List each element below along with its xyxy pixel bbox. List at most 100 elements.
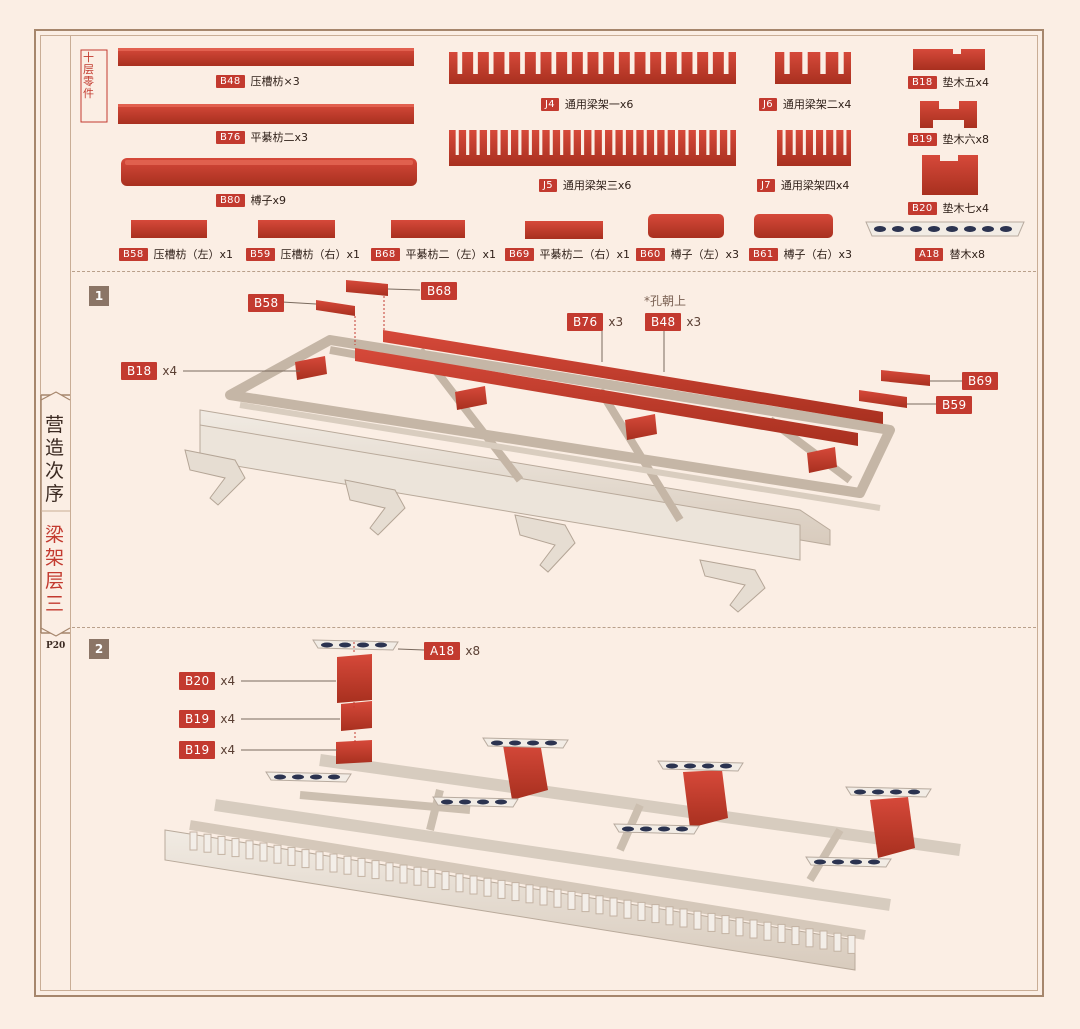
part-b76-drawing — [118, 104, 414, 124]
part-b18-drawing — [913, 49, 985, 70]
section-divider-1 — [72, 271, 1036, 272]
section-subtitle-char: 三 — [45, 593, 65, 615]
callout-code: B58 — [248, 294, 285, 312]
callout-b20: B20 x4 — [179, 672, 235, 690]
part-code: B58 — [119, 247, 148, 261]
callout-code: B76 — [567, 313, 604, 331]
sidebar-divider — [70, 36, 71, 990]
part-name: 替木x8 — [949, 248, 985, 261]
part-code: J6 — [759, 97, 777, 111]
part-name: 榑子（左）x3 — [670, 248, 740, 261]
part-name: 通用梁架一x6 — [564, 98, 634, 111]
part-b48-drawing — [118, 48, 414, 66]
step1-assembly-drawing — [183, 280, 962, 613]
part-code: B68 — [371, 247, 400, 261]
callout-code: B20 — [179, 672, 216, 690]
callout-code: A18 — [424, 642, 461, 660]
part-code: B60 — [636, 247, 665, 261]
callout-code: B18 — [121, 362, 158, 380]
callout-code: B19 — [179, 710, 216, 728]
part-name: 垫木五x4 — [942, 76, 990, 89]
callout-qty: x3 — [686, 315, 702, 329]
part-b20-drawing — [922, 155, 978, 195]
callout-code: B68 — [421, 282, 458, 300]
part-code: A18 — [915, 247, 944, 261]
part-code: B18 — [908, 75, 937, 89]
part-label-j5: J5 通用梁架三x6 — [539, 177, 631, 193]
part-code: B48 — [216, 74, 245, 88]
callout-b69: B69 — [962, 372, 999, 390]
part-name: 压槽枋（左）x1 — [153, 248, 234, 261]
page-frame-outer — [34, 29, 1044, 997]
part-label-j7: J7 通用梁架四x4 — [757, 177, 849, 193]
part-name: 压槽枋×3 — [250, 75, 300, 88]
part-label-b60: B60 榑子（左）x3 — [636, 246, 739, 262]
callout-b19-upper: B19 x4 — [179, 710, 235, 728]
part-name: 通用梁架四x4 — [780, 179, 850, 192]
section-title-char: 序 — [45, 483, 65, 505]
section-title-vertical: 营 造 次 序 — [45, 416, 64, 504]
part-code: J4 — [541, 97, 559, 111]
part-j7-drawing — [777, 130, 851, 166]
section-subtitle-char: 梁 — [45, 524, 65, 546]
part-name: 压槽枋（右）x1 — [280, 248, 361, 261]
page-number: P20 — [46, 641, 66, 651]
part-label-j4: J4 通用梁架一x6 — [541, 96, 633, 112]
callout-b58: B58 — [248, 294, 285, 312]
small-parts-row — [131, 214, 833, 239]
callout-qty: x4 — [162, 364, 178, 378]
callout-qty: x4 — [220, 674, 236, 688]
part-label-b18: B18 垫木五x4 — [908, 74, 989, 90]
part-code: B76 — [216, 130, 245, 144]
part-label-b68: B68 平綦枋二（左）x1 — [371, 246, 496, 262]
part-code: B80 — [216, 193, 245, 207]
section-subtitle-char: 层 — [45, 570, 65, 592]
callout-qty: x8 — [465, 644, 481, 658]
section-title-char: 次 — [45, 460, 65, 482]
sidebar-ornament — [40, 49, 108, 637]
section-subtitle-char: 架 — [45, 547, 65, 569]
callout-code: B69 — [962, 372, 999, 390]
section-title-char: 造 — [45, 437, 65, 459]
part-code: B19 — [908, 132, 937, 146]
step-2-number: 2 — [89, 639, 109, 659]
part-j5-drawing — [449, 130, 736, 166]
parts-title-char: 零 — [83, 75, 94, 88]
part-code: J7 — [757, 178, 775, 192]
step-1-note: *孔朝上 — [644, 294, 687, 308]
callout-b68: B68 — [421, 282, 458, 300]
part-label-b58: B58 压槽枋（左）x1 — [119, 246, 233, 262]
callout-a18: A18 x8 — [424, 642, 480, 660]
callout-b48: B48 x3 — [645, 313, 701, 331]
part-code: B69 — [505, 247, 534, 261]
step2-assembly-drawing — [164, 639, 961, 971]
part-name: 通用梁架三x6 — [562, 179, 632, 192]
part-name: 垫木六x8 — [942, 133, 990, 146]
part-code: B20 — [908, 201, 937, 215]
section-title-char: 营 — [45, 414, 65, 436]
part-code: B59 — [246, 247, 275, 261]
part-name: 平綦枋二（右）x1 — [539, 248, 631, 261]
section-subtitle-vertical: 梁 架 层 三 — [45, 526, 64, 614]
part-code: J5 — [539, 178, 557, 192]
part-name: 榑子（右）x3 — [783, 248, 853, 261]
part-j4-drawing — [449, 52, 736, 84]
part-label-b20: B20 垫木七x4 — [908, 200, 989, 216]
callout-code: B19 — [179, 741, 216, 759]
callout-b59: B59 — [936, 396, 973, 414]
callout-qty: x4 — [220, 712, 236, 726]
part-name: 垫木七x4 — [942, 202, 990, 215]
part-name: 平綦枋二（左）x1 — [405, 248, 497, 261]
part-b19-drawing — [920, 101, 977, 128]
part-label-b48: B48 压槽枋×3 — [216, 73, 300, 89]
callout-qty: x4 — [220, 743, 236, 757]
parts-title-char: 层 — [83, 63, 94, 76]
parts-title-char: 件 — [83, 87, 94, 100]
part-label-a18: A18 替木x8 — [915, 246, 985, 262]
part-label-b59: B59 压槽枋（右）x1 — [246, 246, 360, 262]
callout-qty: x3 — [608, 315, 624, 329]
callout-b19-lower: B19 x4 — [179, 741, 235, 759]
